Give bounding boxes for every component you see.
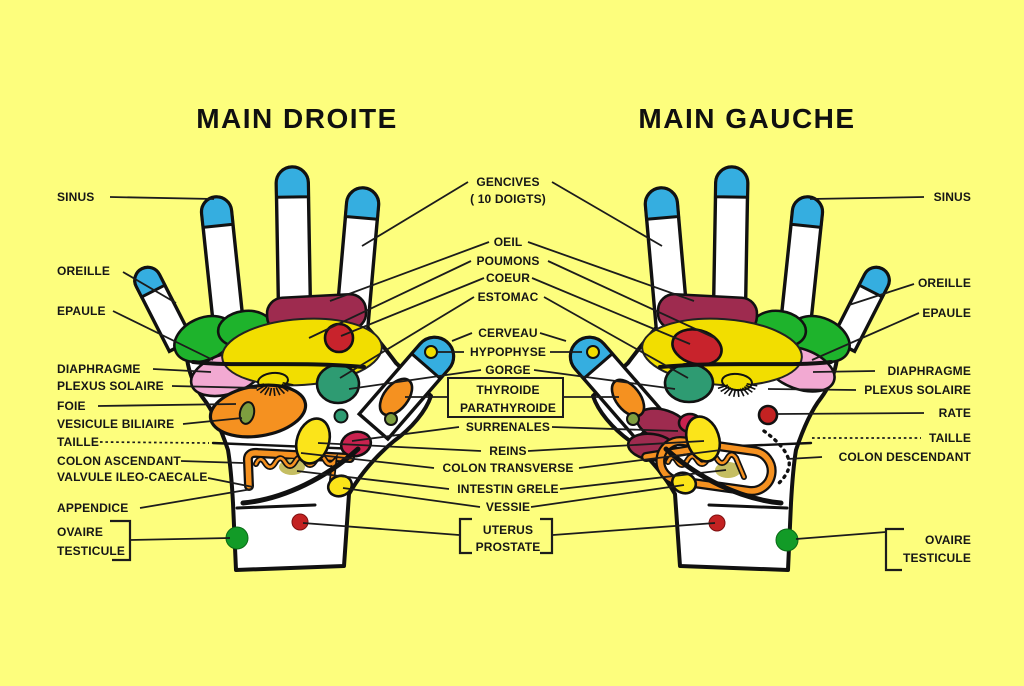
- spleen-dot: [757, 404, 779, 426]
- label-gencives: GENCIVES: [476, 175, 540, 189]
- wrist-crease: [235, 503, 317, 510]
- label-colon-desc: COLON DESCENDANT: [838, 450, 971, 464]
- descending-colon-dotted: [762, 429, 791, 487]
- label-diaphragme-r: DIAPHRAGME: [887, 364, 971, 378]
- label-ovaire-l: OVAIRE: [57, 525, 104, 539]
- solar-plexus-rays: [253, 382, 758, 398]
- label-ovaire-r: OVAIRE: [924, 533, 971, 547]
- label-hypophyse: HYPOPHYSE: [469, 345, 547, 359]
- adrenal-dot: [333, 408, 349, 424]
- pituitary-dot: [424, 345, 438, 359]
- label-cerveau: CERVEAU: [478, 326, 538, 340]
- label-parathyroide: PARATHYROIDE: [459, 401, 557, 415]
- label-rate: RATE: [938, 406, 971, 420]
- label-vessie: VESSIE: [485, 500, 531, 514]
- title-main-droite: MAIN DROITE: [196, 103, 398, 134]
- label-oreille-l: OREILLE: [57, 264, 111, 278]
- label-reins: REINS: [489, 444, 527, 458]
- label-thyroide: THYROIDE: [476, 383, 540, 397]
- label-epaule-r: EPAULE: [922, 306, 971, 320]
- label-dix-doigts: ( 10 DOIGTS): [470, 192, 546, 206]
- label-sinus-r: SINUS: [933, 190, 971, 204]
- label-foie: FOIE: [57, 399, 86, 413]
- diaphragm-line: [191, 360, 366, 369]
- label-uterus: UTERUS: [482, 523, 534, 537]
- label-testicule-l: TESTICULE: [57, 544, 126, 558]
- connector-lines: [97, 181, 925, 572]
- label-poumons: POUMONS: [476, 254, 540, 268]
- label-surrenales: SURRENALES: [465, 420, 551, 434]
- label-diaphragme-l: DIAPHRAGME: [57, 362, 141, 376]
- label-vesicule: VESICULE BILIAIRE: [57, 417, 175, 431]
- label-oreille-r: OREILLE: [917, 276, 971, 290]
- label-oeil: OEIL: [493, 235, 523, 249]
- label-valvule: VALVULE ILEO-CAECALE: [57, 470, 208, 484]
- label-taille-r: TAILLE: [928, 431, 971, 445]
- label-taille-l: TAILLE: [57, 435, 100, 449]
- left-hand-group: [560, 164, 896, 572]
- label-coeur: COEUR: [485, 271, 531, 285]
- right-hand-group: [128, 164, 464, 572]
- label-colon-trans: COLON TRANSVERSE: [442, 461, 574, 475]
- label-intestin: INTESTIN GRELE: [457, 482, 559, 496]
- label-testicule-r: TESTICULE: [902, 551, 971, 565]
- label-epaule-l: EPAULE: [57, 304, 106, 318]
- label-sinus-l: SINUS: [57, 190, 95, 204]
- kidney-zone: [294, 417, 332, 465]
- label-estomac: ESTOMAC: [477, 290, 539, 304]
- liver-zone: [208, 383, 308, 439]
- waist-line: [211, 441, 359, 451]
- label-prostate: PROSTATE: [475, 540, 541, 554]
- title-main-gauche: MAIN GAUCHE: [638, 103, 856, 134]
- label-appendice: APPENDICE: [57, 501, 129, 515]
- gallbladder-zone: [238, 401, 256, 425]
- label-plexus-r: PLEXUS SOLAIRE: [864, 383, 971, 397]
- label-colon-asc: COLON ASCENDANT: [57, 454, 181, 468]
- label-plexus-l: PLEXUS SOLAIRE: [57, 379, 164, 393]
- bladder-zone: [326, 474, 354, 498]
- label-gorge: GORGE: [485, 363, 531, 377]
- uterus-prostate-dot: [291, 513, 309, 531]
